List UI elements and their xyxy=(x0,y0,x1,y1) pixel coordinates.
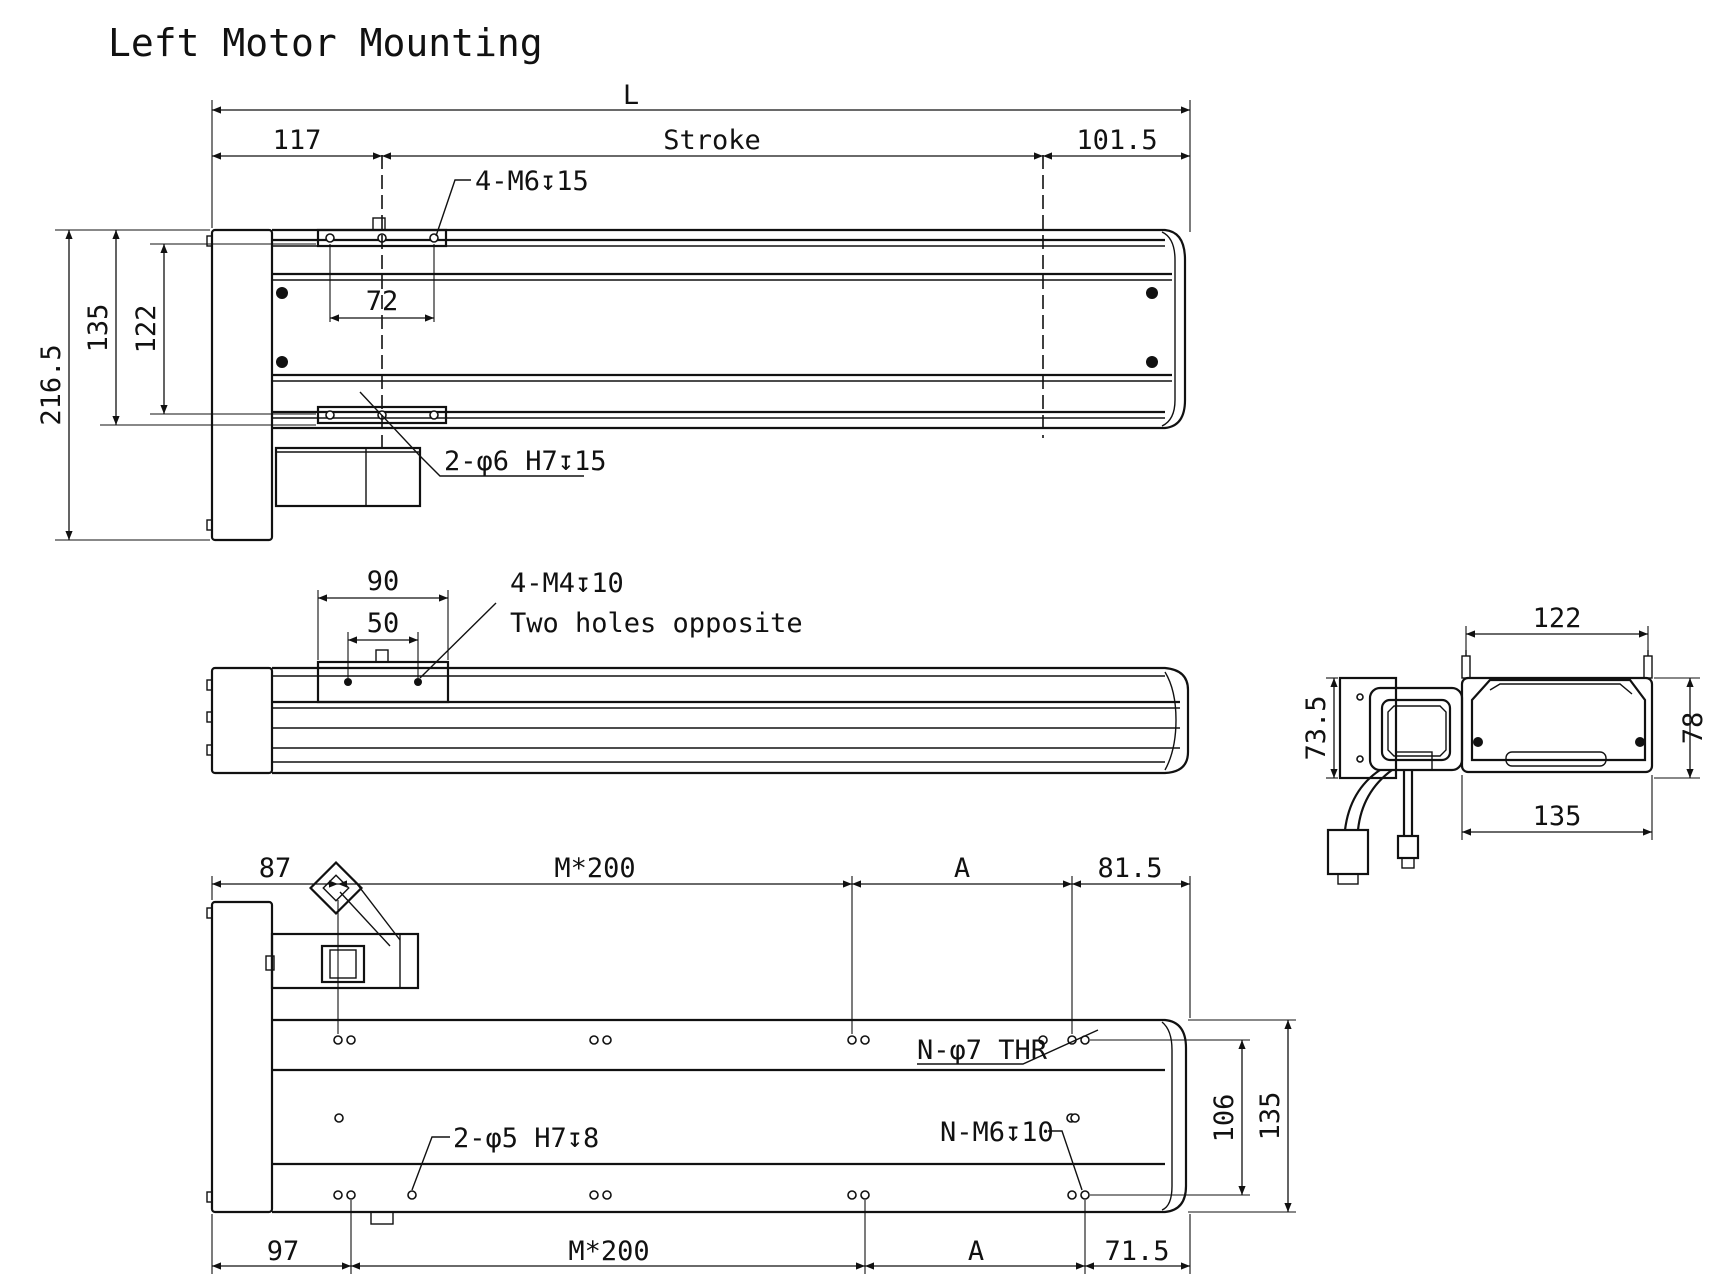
dim-end-top-width: 122 xyxy=(1533,603,1582,634)
motor-housing xyxy=(274,446,422,508)
end-cap xyxy=(1161,231,1176,427)
motor-end-block-side xyxy=(210,666,274,775)
note-dowel-pin-holes: 2-φ6 H7↧15 xyxy=(444,446,607,477)
end-block-tab xyxy=(206,235,213,247)
drawing-title: Left Motor Mounting xyxy=(108,21,543,65)
bottom-view: 87 M*200 A 81.5 97 M*200 A 71.5 N-φ7 THR… xyxy=(206,853,1296,1274)
dim-bottom-inner-height: 106 xyxy=(1209,1094,1240,1143)
encoder-connector xyxy=(1396,834,1420,860)
dim-stroke: Stroke xyxy=(663,125,761,156)
motor-cable xyxy=(1343,769,1381,831)
cable-gland xyxy=(308,860,364,916)
dim-right-offset: 101.5 xyxy=(1076,125,1157,156)
dim-end-right-height: 78 xyxy=(1678,712,1709,745)
note-bottom-tapped-holes: N-M6↧10 xyxy=(940,1117,1054,1148)
motor-end-block xyxy=(210,228,274,542)
through-holes-top xyxy=(333,1035,1090,1045)
note-through-holes: N-φ7 THR xyxy=(917,1035,1048,1066)
dim-overall-height: 216.5 xyxy=(36,344,67,425)
dim-body-width: 135 xyxy=(83,304,114,353)
dim-bottom-bottom-pitch: M*200 xyxy=(568,1236,649,1267)
actuator-body xyxy=(272,228,1187,430)
dim-bottom-bottom-left: 97 xyxy=(267,1236,300,1267)
dim-carriage-length: 90 xyxy=(367,566,400,597)
note-holes-opposite: Two holes opposite xyxy=(510,608,803,639)
dim-end-bottom-width: 135 xyxy=(1533,801,1582,832)
dim-bottom-top-a: A xyxy=(954,853,970,884)
top-view: L 117 Stroke 101.5 4-M6↧15 72 216.5 135 … xyxy=(36,80,1191,542)
dim-total-length: L xyxy=(623,80,639,111)
end-view: 122 135 73.5 78 xyxy=(1301,603,1709,885)
sensor-tab xyxy=(372,217,386,231)
dim-left-offset: 117 xyxy=(273,125,322,156)
end-plate xyxy=(1338,676,1398,780)
dim-bottom-bottom-a: A xyxy=(968,1236,984,1267)
dim-end-left-height: 73.5 xyxy=(1301,695,1332,760)
body-profile xyxy=(1460,676,1654,774)
end-block-tab xyxy=(206,519,213,531)
motor-end-block-bottom xyxy=(210,900,274,1214)
note-side-tapped-holes: 4-M4↧10 xyxy=(510,568,624,599)
dim-bottom-top-right: 81.5 xyxy=(1097,853,1162,884)
dim-bottom-top-pitch: M*200 xyxy=(554,853,635,884)
dim-hole-spacing: 72 xyxy=(366,286,399,317)
dim-bottom-bottom-right: 71.5 xyxy=(1104,1236,1169,1267)
dim-bottom-top-left: 87 xyxy=(259,853,292,884)
dim-bottom-outer-height: 135 xyxy=(1255,1092,1286,1141)
motor-housing-bottom xyxy=(270,932,420,990)
actuator-body-bottom xyxy=(272,1018,1188,1214)
power-connector xyxy=(1326,828,1370,876)
dim-carriage-width: 122 xyxy=(131,305,162,354)
note-carriage-tapped-holes: 4-M6↧15 xyxy=(475,166,589,197)
side-view: 90 50 4-M4↧10 Two holes opposite xyxy=(206,566,1190,775)
through-holes-bottom xyxy=(333,1190,1090,1200)
note-bottom-pin-holes: 2-φ5 H7↧8 xyxy=(453,1123,599,1154)
dim-carriage-hole-pitch: 50 xyxy=(367,608,400,639)
